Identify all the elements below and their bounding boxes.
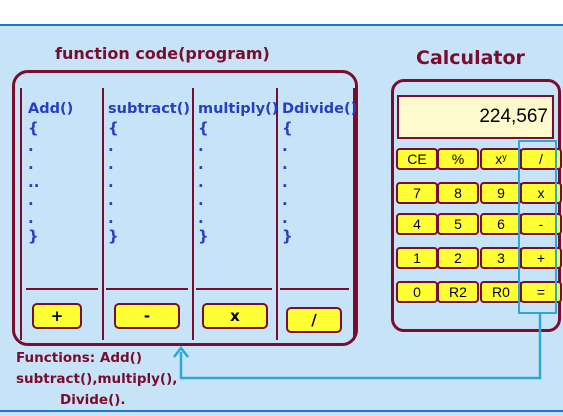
key-r2[interactable]: R2 [437,281,479,303]
add-function-body: { . . .. . . } [28,119,40,245]
add-button[interactable]: + [32,303,82,329]
functions-line-3: Divide(). [60,392,126,408]
divide-function-name: Ddivide() [282,101,358,117]
subtract-column: subtract() { . . . . . } - [102,88,194,340]
key-2[interactable]: 2 [437,247,479,269]
key-minus[interactable]: - [520,213,562,235]
bottom-divider [0,410,563,412]
multiply-function-body: { . . . . . } [198,119,209,245]
function-code-box: Add() { . . .. . . } + subtract() { . . . … [12,70,358,346]
add-column: Add() { . . .. . . } + [20,88,104,340]
key-plus[interactable]: + [520,247,562,269]
top-divider [0,24,563,26]
key-8[interactable]: 8 [437,182,479,204]
subtract-function-body: { . . . . . } [108,119,119,245]
key-equals[interactable]: = [520,281,562,303]
functions-line-2: subtract(),multiply(), [16,371,178,387]
key-divide[interactable]: / [520,148,562,170]
divide-function-body: { . . . . . } [282,119,293,245]
subtract-button[interactable]: - [114,303,180,329]
calculator-title: Calculator [416,47,525,69]
key-percent[interactable]: % [437,148,479,170]
key-multiply[interactable]: x [520,182,562,204]
divide-column: Ddivide() { . . . . . } / [276,88,358,340]
key-5[interactable]: 5 [437,213,479,235]
multiply-function-name: multiply() [198,101,279,117]
multiply-column: multiply() { . . . . . } x [192,88,278,340]
functions-note: Functions: Add() subtract(),multiply(), … [16,348,177,411]
multiply-button[interactable]: x [202,303,268,329]
calculator-display: 224,567 [397,95,554,139]
divide-button[interactable]: / [286,307,342,333]
code-section-title: function code(program) [55,44,270,63]
operator-highlight [518,140,557,314]
arrow-head-icon [173,345,189,358]
subtract-function-name: subtract() [108,101,190,117]
top-band [0,0,563,24]
arrow-line [179,314,542,380]
add-function-name: Add() [28,101,74,117]
functions-line-1: Functions: Add() [16,350,142,366]
key-1[interactable]: 1 [396,247,438,269]
